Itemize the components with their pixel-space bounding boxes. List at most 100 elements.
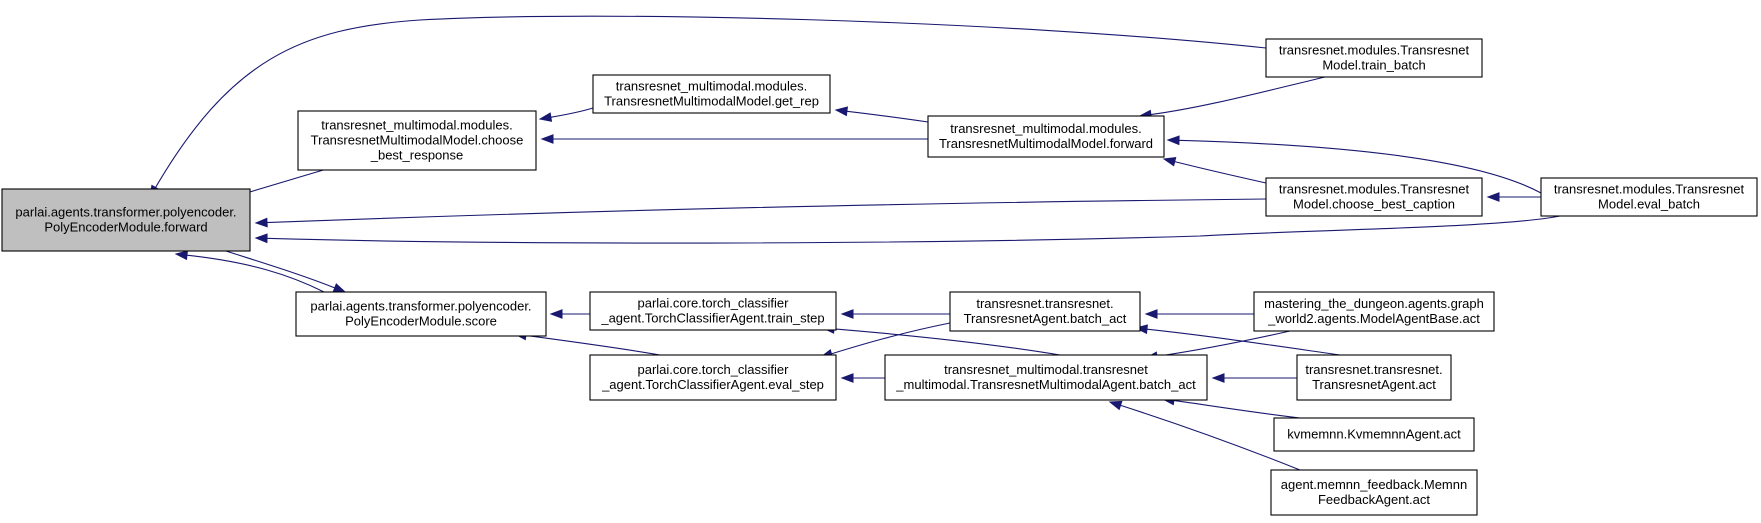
- arrowhead: [1166, 135, 1180, 146]
- node-label-line: transresnet_multimodal.transresnet: [944, 362, 1148, 377]
- node-box: [1273, 417, 1475, 452]
- arrowhead: [1486, 192, 1500, 202]
- node-box: [589, 291, 837, 331]
- edge-line: [1119, 404, 1301, 471]
- node-n1[interactable]: transresnet_multimodal.modules.Transresn…: [297, 110, 537, 171]
- node-n8[interactable]: parlai.core.torch_classifier_agent.Torch…: [589, 291, 837, 331]
- edge-n0-to-n2: [225, 250, 347, 293]
- node-n14[interactable]: kvmemnn.KvmemnnAgent.act: [1273, 417, 1475, 452]
- node-label-line: Model.eval_batch: [1598, 197, 1700, 212]
- node-n3[interactable]: transresnet_multimodal.modules.Transresn…: [592, 74, 831, 114]
- node-n9[interactable]: parlai.core.torch_classifier_agent.Torch…: [589, 354, 837, 401]
- arrowhead: [332, 283, 347, 293]
- node-label-line: _world2.agents.ModelAgentBase.act: [1267, 311, 1480, 326]
- node-label-line: parlai.agents.transformer.polyencoder.: [15, 205, 236, 220]
- edge-n11-to-n9: [840, 373, 886, 383]
- edge-n6-to-n4: [1162, 157, 1267, 184]
- node-box: [1296, 354, 1452, 401]
- edge-line: [225, 250, 336, 289]
- node-n2[interactable]: parlai.agents.transformer.polyencoder.Po…: [295, 291, 547, 337]
- edge-line: [1155, 330, 1291, 358]
- node-box: [927, 115, 1165, 158]
- arrowhead: [1162, 157, 1177, 167]
- arrowhead: [834, 106, 848, 117]
- node-label-line: parlai.agents.transformer.polyencoder.: [310, 299, 531, 314]
- node-label-line: transresnet_multimodal.modules.: [321, 118, 512, 133]
- node-label-line: transresnet.modules.Transresnet: [1554, 182, 1745, 197]
- node-box: [592, 74, 831, 114]
- edge-line: [830, 322, 951, 355]
- edge-n12-to-n10: [1144, 309, 1254, 319]
- node-label-line: Model.choose_best_caption: [1293, 197, 1455, 212]
- node-box: [1, 188, 251, 252]
- node-label-line: parlai.core.torch_classifier: [637, 296, 789, 311]
- edge-n13-to-n11: [1211, 373, 1298, 383]
- node-label-line: transresnet.modules.Transresnet: [1279, 182, 1470, 197]
- node-label-line: transresnet.transresnet.: [1305, 362, 1442, 377]
- arrowhead: [1211, 373, 1225, 383]
- edge-n7-to-n0: [254, 215, 1561, 244]
- node-box: [949, 291, 1141, 332]
- arrowhead: [254, 233, 268, 244]
- edge-line: [154, 15, 1267, 189]
- node-label-line: transresnet_multimodal.modules.: [616, 79, 807, 94]
- node-box: [884, 354, 1208, 401]
- node-label-line: TransresnetMultimodalModel.forward: [939, 136, 1153, 151]
- edge-line: [1177, 139, 1542, 194]
- node-label-line: mastering_the_dungeon.agents.graph: [1264, 296, 1484, 311]
- edge-line: [524, 334, 661, 356]
- node-label-line: _agent.TorchClassifierAgent.train_step: [600, 311, 824, 326]
- node-label-line: FeedbackAgent.act: [1318, 492, 1430, 507]
- node-box: [1265, 38, 1483, 78]
- node-label-line: agent.memnn_feedback.Memnn: [1281, 477, 1467, 492]
- arrowhead: [1108, 400, 1123, 411]
- edge-n7-to-n4: [1166, 135, 1542, 194]
- node-label-line: _best_response: [370, 148, 464, 163]
- edge-n7-to-n6: [1486, 192, 1541, 202]
- edge-n3-to-n1: [538, 107, 594, 122]
- node-label-line: transresnet.transresnet.: [976, 296, 1113, 311]
- edge-n8-to-n2: [549, 309, 590, 319]
- arrowhead: [254, 217, 268, 228]
- node-label-line: kvmemnn.KvmemnnAgent.act: [1287, 427, 1461, 442]
- arrowhead: [1144, 309, 1158, 319]
- node-label-line: PolyEncoderModule.score: [345, 314, 497, 329]
- node-n4[interactable]: transresnet_multimodal.modules.Transresn…: [927, 115, 1165, 158]
- edge-line: [185, 254, 325, 293]
- node-n12[interactable]: mastering_the_dungeon.agents.graph_world…: [1253, 291, 1495, 332]
- node-box: [1540, 177, 1758, 217]
- arrowhead: [840, 373, 854, 383]
- node-n15[interactable]: agent.memnn_feedback.MemnnFeedbackAgent.…: [1270, 469, 1478, 516]
- edge-line: [1173, 160, 1267, 184]
- node-n7[interactable]: transresnet.modules.TransresnetModel.eva…: [1540, 177, 1758, 217]
- edge-line: [265, 198, 1267, 224]
- node-n6[interactable]: transresnet.modules.TransresnetModel.cho…: [1265, 177, 1483, 217]
- edge-line: [832, 328, 1061, 356]
- node-box: [297, 110, 537, 171]
- arrowhead: [538, 112, 553, 122]
- node-label-line: Model.train_batch: [1322, 58, 1425, 73]
- node-n13[interactable]: transresnet.transresnet.TransresnetAgent…: [1296, 354, 1452, 401]
- node-label-line: transresnet_multimodal.modules.: [950, 121, 1141, 136]
- nodes-layer: parlai.agents.transformer.polyencoder.Po…: [1, 38, 1758, 516]
- node-label-line: TransresnetMultimodalModel.choose: [311, 133, 524, 148]
- node-n5[interactable]: transresnet.modules.TransresnetModel.tra…: [1265, 38, 1483, 78]
- arrowhead: [549, 309, 563, 319]
- node-box: [295, 291, 547, 337]
- node-label-line: parlai.core.torch_classifier: [637, 362, 789, 377]
- node-n0[interactable]: parlai.agents.transformer.polyencoder.Po…: [1, 188, 251, 252]
- node-label-line: PolyEncoderModule.forward: [44, 220, 207, 235]
- node-n10[interactable]: transresnet.transresnet.TransresnetAgent…: [949, 291, 1141, 332]
- node-box: [589, 354, 837, 401]
- edge-n2-to-n0: [174, 250, 325, 293]
- node-n11[interactable]: transresnet_multimodal.transresnet_multi…: [884, 354, 1208, 401]
- edge-n10-to-n9: [819, 322, 951, 359]
- edge-line: [845, 110, 929, 123]
- node-label-line: _agent.TorchClassifierAgent.eval_step: [601, 377, 824, 392]
- edge-line: [549, 107, 594, 118]
- node-label-line: TransresnetAgent.act: [1312, 377, 1436, 392]
- arrowhead: [540, 134, 554, 144]
- edge-line: [1149, 76, 1326, 116]
- node-label-line: _multimodal.TransresnetMultimodalAgent.b…: [895, 377, 1196, 392]
